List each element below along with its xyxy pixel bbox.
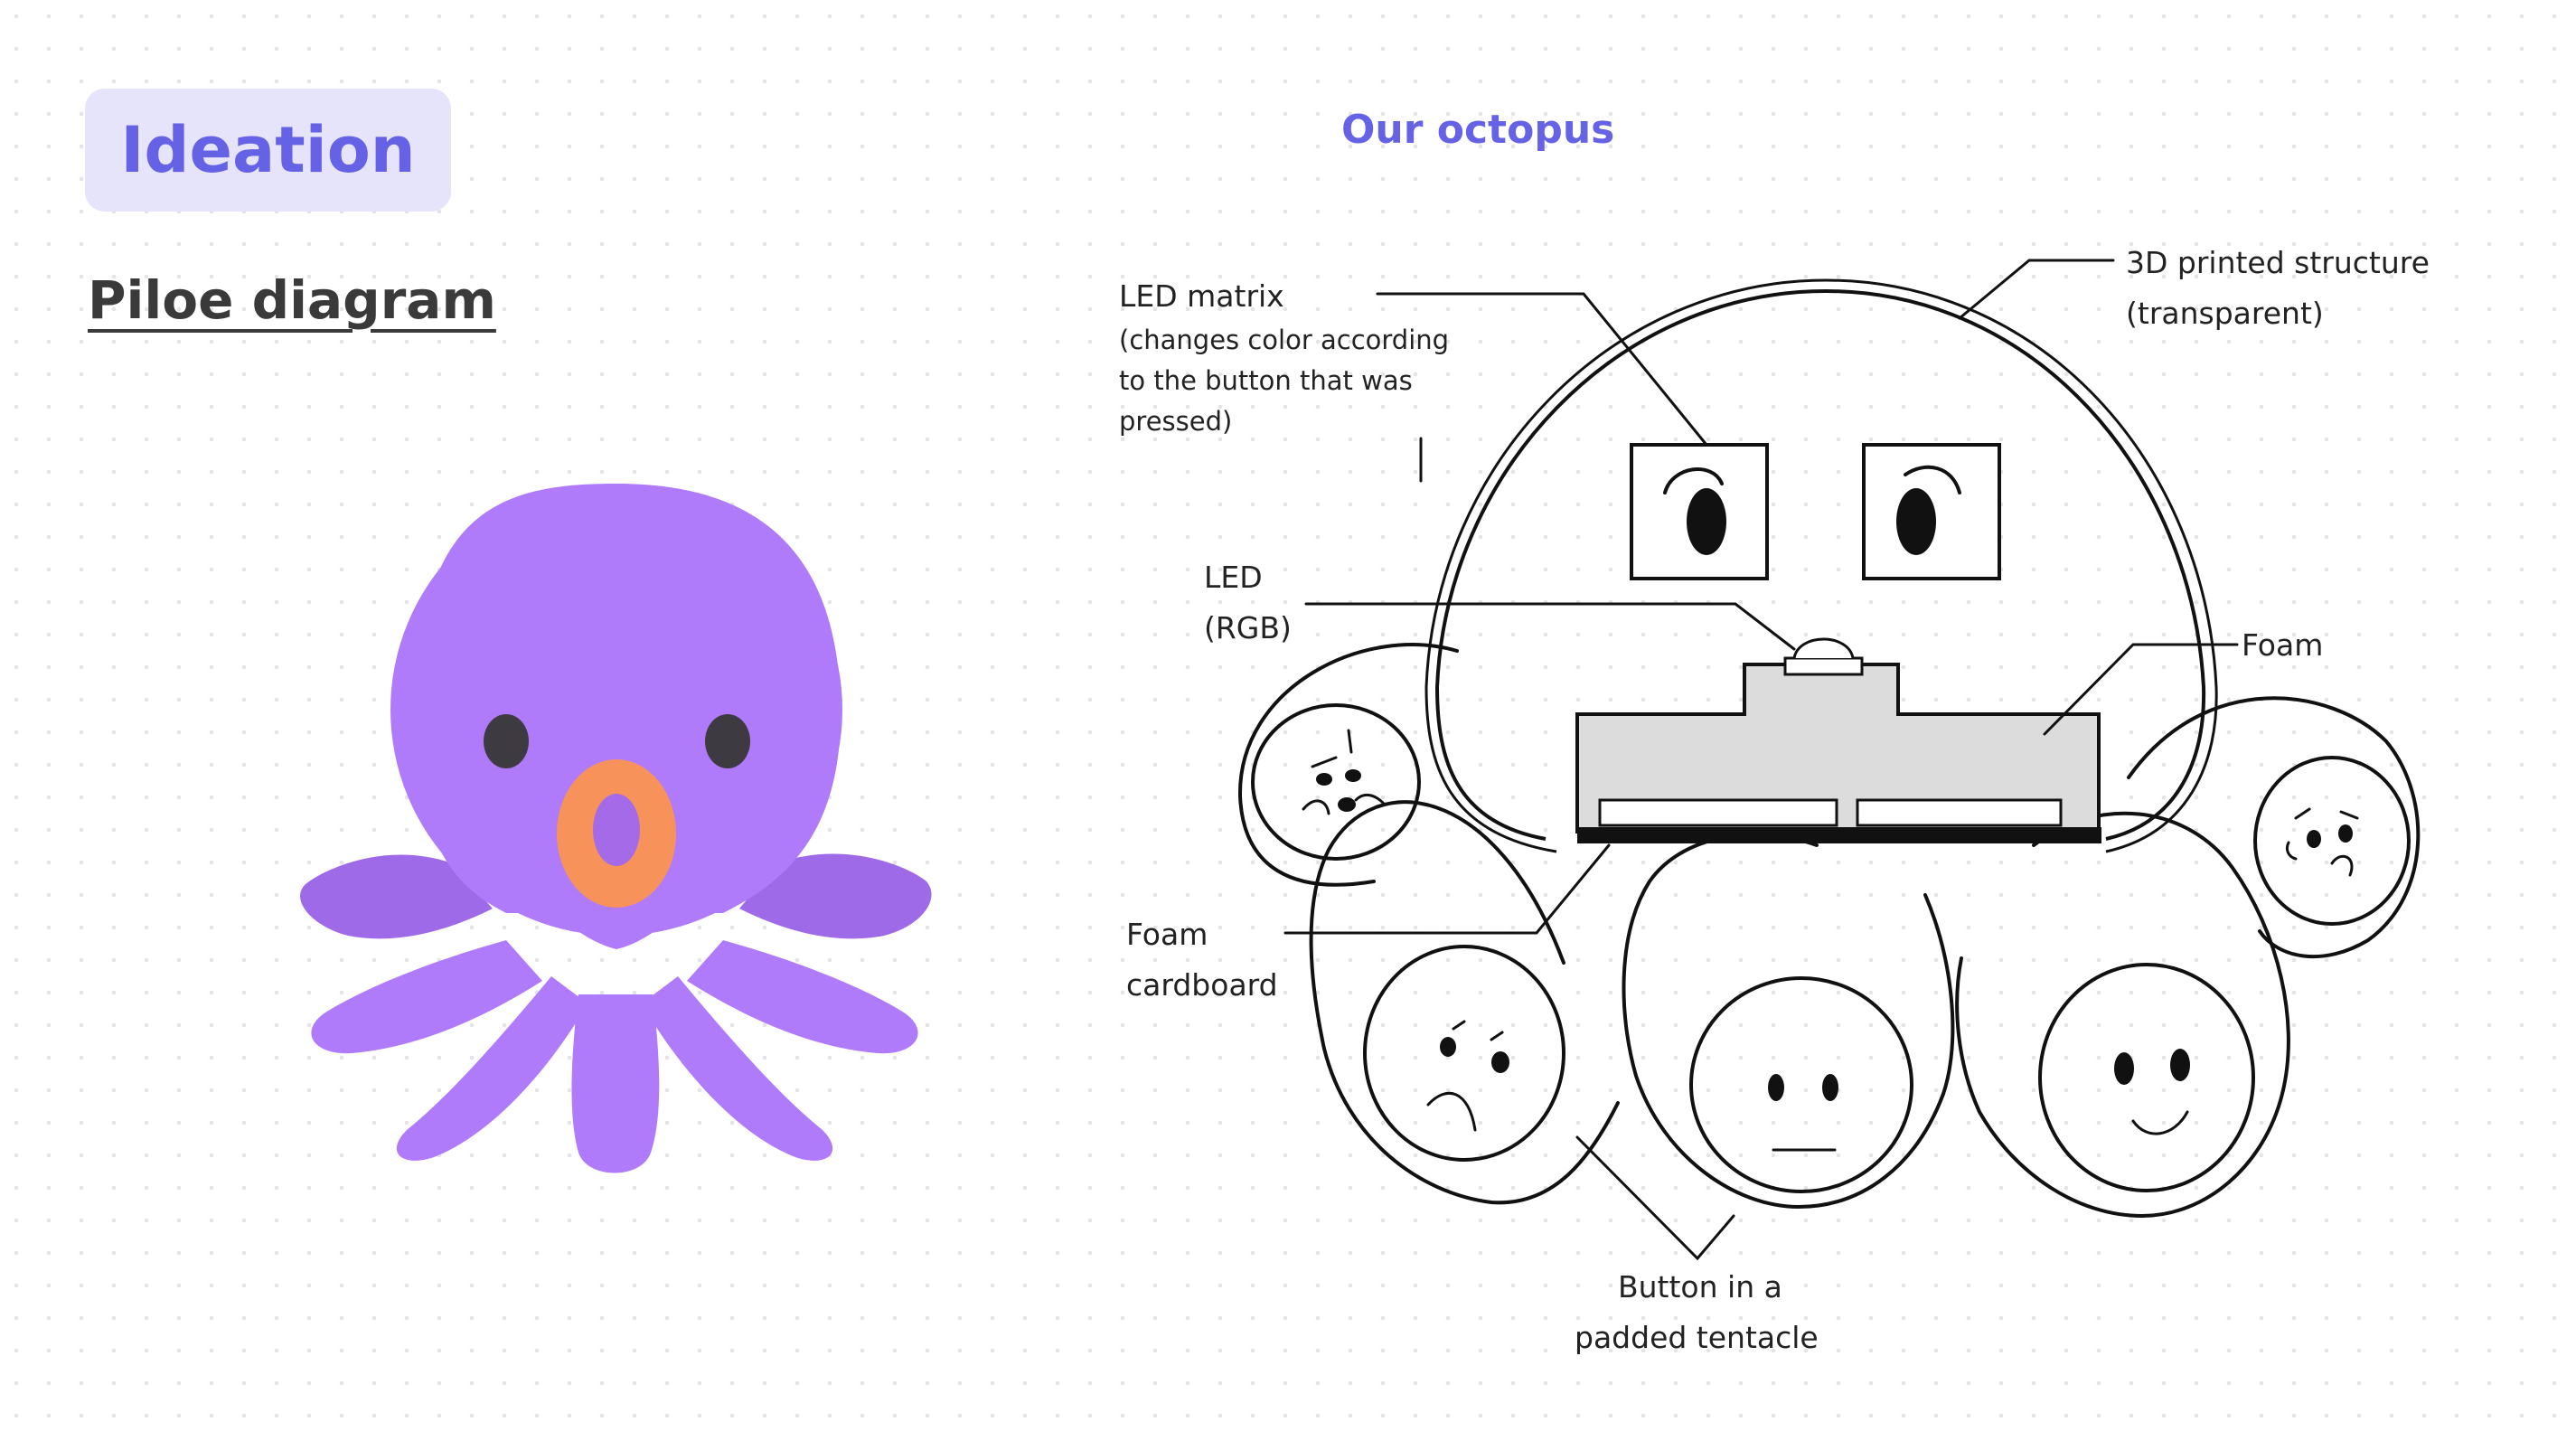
happy-face bbox=[2114, 1049, 2190, 1134]
happy-button-circle bbox=[2040, 965, 2253, 1191]
foam-cardboard-label-2: cardboard bbox=[1126, 967, 1278, 1003]
button-label-2: padded tentacle bbox=[1575, 1320, 1819, 1355]
electronics-block bbox=[1577, 639, 2101, 843]
led-matrix-label: LED matrix bbox=[1119, 278, 1284, 314]
sad-button-circle bbox=[1365, 947, 1564, 1160]
led-matrix-note-1: (changes color according bbox=[1119, 325, 1449, 355]
neutral-face bbox=[1768, 1074, 1838, 1150]
neutral-button-circle bbox=[1691, 978, 1912, 1191]
foam-cardboard-label-1: Foam bbox=[1126, 917, 1208, 952]
led-matrix-note-2: to the button that was bbox=[1119, 365, 1413, 396]
sad-face bbox=[1428, 1022, 1509, 1130]
led-matrix-eyes bbox=[1631, 445, 1999, 579]
led-matrix-note-3: pressed) bbox=[1119, 406, 1232, 437]
foam-label: Foam bbox=[2242, 627, 2323, 663]
structure-label-1: 3D printed structure bbox=[2126, 245, 2430, 280]
worried-face bbox=[2287, 809, 2357, 875]
structure-label-2: (transparent) bbox=[2126, 296, 2324, 331]
angry-face bbox=[1303, 730, 1383, 814]
led-rgb-label: (RGB) bbox=[1204, 610, 1292, 645]
button-label-1: Button in a bbox=[1618, 1269, 1782, 1304]
led-label: LED bbox=[1204, 560, 1263, 595]
